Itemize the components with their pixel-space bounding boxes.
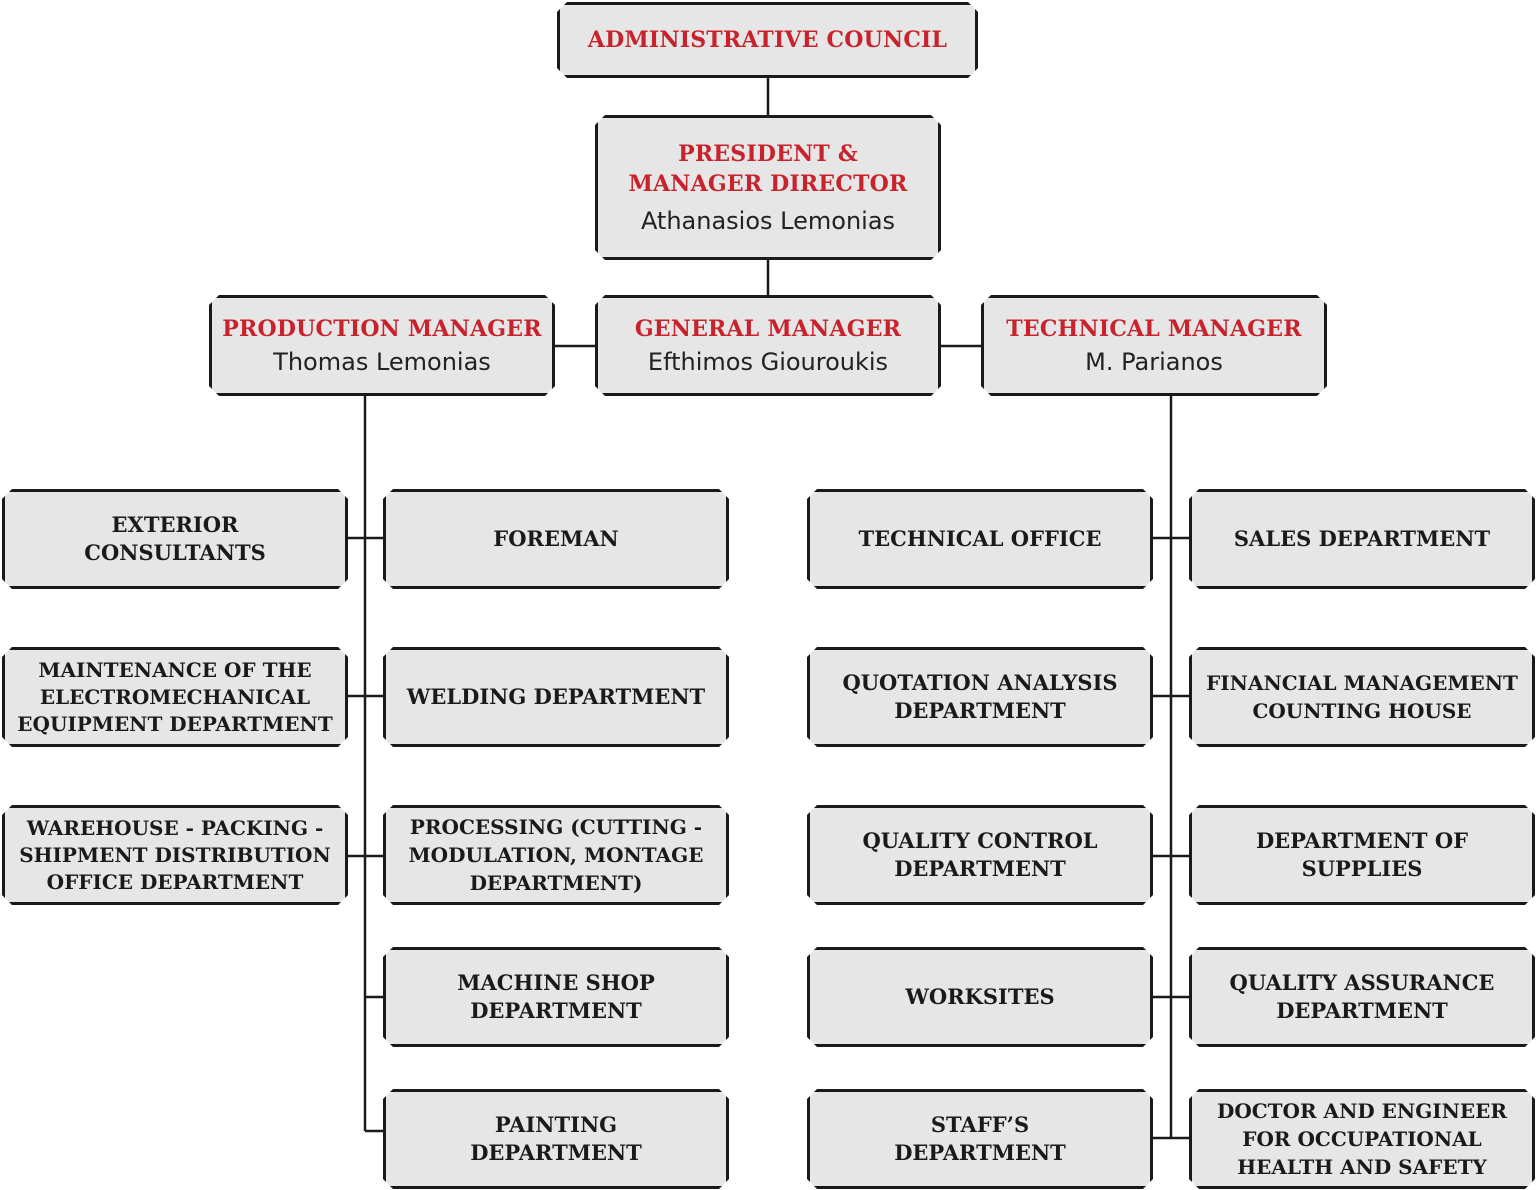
dept-box-supplies: DEPARTMENT OF SUPPLIES: [1189, 805, 1535, 905]
general-manager-box: GENERAL MANAGER Efthimos Giouroukis: [595, 295, 941, 396]
dept-box-worksites: WORKSITES: [807, 947, 1153, 1047]
dept-label: WELDING DEPARTMENT: [406, 684, 706, 709]
dept-label: DEPARTMENT OF SUPPLIES: [1255, 828, 1469, 881]
dept-box-staff: STAFF’S DEPARTMENT: [807, 1089, 1153, 1189]
dept-label: QUOTATION ANALYSIS DEPARTMENT: [842, 670, 1118, 723]
dept-label: PROCESSING (CUTTING - MODULATION, MONTAG…: [408, 815, 704, 895]
dept-box-health-safety: DOCTOR AND ENGINEER FOR OCCUPATIONAL HEA…: [1189, 1089, 1535, 1189]
dept-label: STAFF’S DEPARTMENT: [894, 1112, 1066, 1165]
dept-box-processing: PROCESSING (CUTTING - MODULATION, MONTAG…: [383, 805, 729, 905]
dept-box-financial-management: FINANCIAL MANAGEMENT COUNTING HOUSE: [1189, 647, 1535, 747]
dept-box-technical-office: TECHNICAL OFFICE: [807, 489, 1153, 589]
technical-manager-title: TECHNICAL MANAGER: [1006, 315, 1302, 342]
dept-label: FINANCIAL MANAGEMENT COUNTING HOUSE: [1206, 671, 1518, 723]
dept-label: PAINTING DEPARTMENT: [470, 1112, 642, 1165]
general-manager-title: GENERAL MANAGER: [634, 315, 902, 342]
president-box: PRESIDENT & MANAGER DIRECTOR Athanasios …: [595, 115, 941, 260]
dept-box-quality-control: QUALITY CONTROL DEPARTMENT: [807, 805, 1153, 905]
dept-box-quality-assurance: QUALITY ASSURANCE DEPARTMENT: [1189, 947, 1535, 1047]
dept-box-foreman: FOREMAN: [383, 489, 729, 589]
dept-label: MAINTENANCE OF THE ELECTROMECHANICAL EQU…: [17, 657, 333, 736]
production-manager-box: PRODUCTION MANAGER Thomas Lemonias: [209, 295, 555, 396]
dept-label: QUALITY CONTROL DEPARTMENT: [862, 828, 1098, 881]
technical-manager-box: TECHNICAL MANAGER M. Parianos: [981, 295, 1327, 396]
production-manager-title: PRODUCTION MANAGER: [222, 315, 542, 342]
general-manager-name: Efthimos Giouroukis: [647, 347, 889, 376]
dept-box-quotation-analysis: QUOTATION ANALYSIS DEPARTMENT: [807, 647, 1153, 747]
dept-box-sales: SALES DEPARTMENT: [1189, 489, 1535, 589]
dept-label: SALES DEPARTMENT: [1233, 526, 1491, 551]
dept-label: TECHNICAL OFFICE: [858, 526, 1102, 551]
administrative-council-box: ADMINISTRATIVE COUNCIL: [557, 2, 978, 78]
dept-label: EXTERIOR CONSULTANTS: [84, 512, 266, 565]
dept-box-warehouse: WAREHOUSE - PACKING - SHIPMENT DISTRIBUT…: [2, 805, 348, 905]
technical-manager-name: M. Parianos: [1085, 347, 1223, 376]
dept-box-welding: WELDING DEPARTMENT: [383, 647, 729, 747]
dept-label: DOCTOR AND ENGINEER FOR OCCUPATIONAL HEA…: [1216, 1099, 1508, 1179]
dept-label: MACHINE SHOP DEPARTMENT: [457, 970, 655, 1023]
president-title: PRESIDENT & MANAGER DIRECTOR: [628, 140, 908, 197]
production-manager-name: Thomas Lemonias: [273, 347, 491, 376]
dept-label: QUALITY ASSURANCE DEPARTMENT: [1229, 970, 1495, 1023]
dept-label: WORKSITES: [905, 984, 1055, 1009]
dept-box-machine-shop: MACHINE SHOP DEPARTMENT: [383, 947, 729, 1047]
dept-label: WAREHOUSE - PACKING - SHIPMENT DISTRIBUT…: [19, 815, 331, 894]
dept-box-exterior-consultants: EXTERIOR CONSULTANTS: [2, 489, 348, 589]
dept-label: FOREMAN: [493, 526, 619, 551]
president-name: Athanasios Lemonias: [640, 206, 896, 235]
dept-box-maintenance: MAINTENANCE OF THE ELECTROMECHANICAL EQU…: [2, 647, 348, 747]
dept-box-painting: PAINTING DEPARTMENT: [383, 1089, 729, 1189]
council-title: ADMINISTRATIVE COUNCIL: [587, 27, 948, 53]
